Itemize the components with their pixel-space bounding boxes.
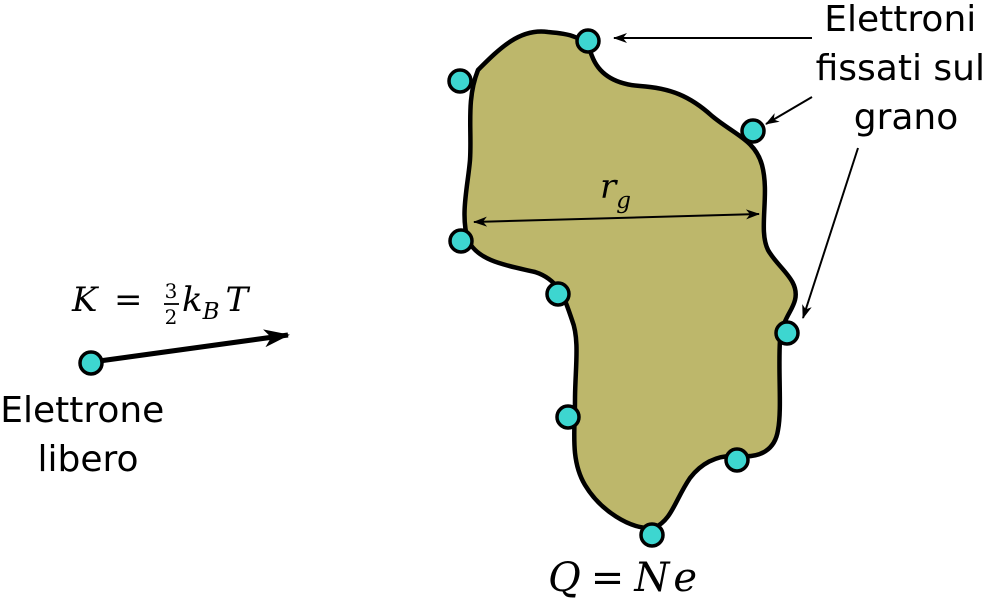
svg-text:3: 3 (165, 279, 178, 303)
fixed-electron (575, 28, 601, 54)
free-electron-velocity-arrow (91, 329, 290, 365)
fixed-electron (639, 522, 665, 548)
radius-label: rg (600, 167, 631, 214)
svg-text:=: = (114, 280, 143, 320)
fixed-electron (545, 281, 571, 307)
fixed-electron (555, 404, 581, 430)
fixed-electron (724, 447, 750, 473)
svg-text:K: K (71, 280, 100, 320)
fixed-electron (447, 68, 473, 94)
free-electron-label: Elettrone libero (0, 390, 176, 480)
svg-text:2: 2 (165, 305, 178, 329)
fixed-electron (740, 118, 766, 144)
fixed-electron (774, 320, 800, 346)
free-electron (78, 350, 104, 376)
pointer-arrow-middle (765, 96, 813, 125)
fixed-electrons-label: Elettroni fissati sul grano (816, 0, 997, 138)
pointer-arrow-bottom (802, 147, 859, 319)
svg-text:kBT: kBT (182, 280, 251, 325)
radius-arrow (473, 209, 760, 227)
dust-grain (462, 29, 798, 531)
fixed-electron (448, 228, 474, 254)
fixed-electrons (447, 28, 800, 548)
